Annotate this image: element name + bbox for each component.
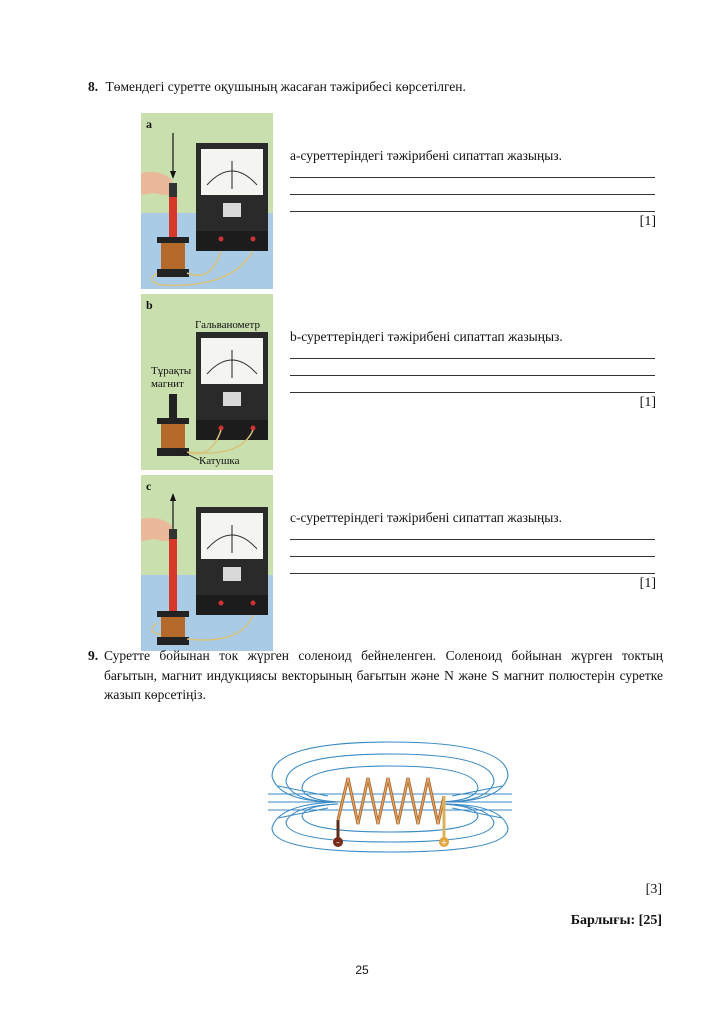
panel-b-prompt: b-суреттеріндегі тәжірибені сипаттап жаз… [290,329,563,344]
question-8: 8. Төмендегі суретте оқушының жасаған тә… [88,79,466,95]
question-9: 9. Суретте бойынан ток жүрген соленоид б… [88,646,663,705]
panel-a-mark: [1] [639,214,656,229]
answer-line-c3[interactable] [290,573,655,574]
answer-line-a1[interactable] [290,177,655,178]
experiment-image-a: a [141,113,273,289]
question-9-mark: [3] [645,882,662,897]
coil-label: Катушка [199,455,240,467]
panel-letter-c: c [146,479,152,493]
page-number: 25 [355,963,369,977]
solenoid-figure: – + [268,741,512,853]
answer-line-a3[interactable] [290,211,655,212]
panel-c-prompt: c-суреттеріндегі тәжірибені сипаттап жаз… [290,510,562,525]
question-9-number: 9. [88,648,99,663]
answer-line-b2[interactable] [290,375,655,376]
plus-terminal-icon [439,837,449,847]
total-score: Барлығы: [25] [570,913,662,928]
answer-line-a2[interactable] [290,194,655,195]
question-8-number: 8. [88,79,99,94]
panel-letter-a: a [146,117,152,131]
magnet-label-line1: Тұрақты [151,365,192,377]
panel-letter-b: b [146,298,153,312]
magnet-label-line2: магнит [151,378,184,390]
galvanometer-label: Гальванометр [195,319,260,331]
answer-line-c1[interactable] [290,539,655,540]
answer-line-b1[interactable] [290,358,655,359]
answer-line-c2[interactable] [290,556,655,557]
answer-line-b3[interactable] [290,392,655,393]
experiment-image-b: b Гальванометр Тұрақты магнит Катушка [141,294,273,470]
question-8-text: Төмендегі суретте оқушының жасаған тәжір… [105,79,466,94]
experiment-image-c: c [141,475,273,651]
minus-terminal-label: – [336,838,340,847]
minus-terminal-icon [333,837,343,847]
question-9-text: Суретте бойынан ток жүрген соленоид бейн… [104,648,663,702]
panel-a-prompt: a-суреттеріндегі тәжірибені сипаттап жаз… [290,148,562,163]
panel-c-mark: [1] [639,576,656,591]
plus-terminal-label: + [441,838,448,847]
panel-b-mark: [1] [639,395,656,410]
